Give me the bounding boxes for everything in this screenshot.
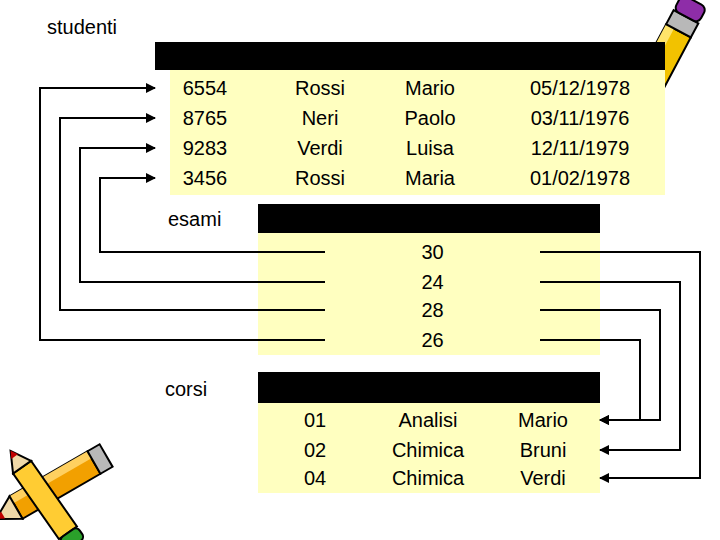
table-box: corsi01AnalisiMario02ChimicaBruni04Chimi… <box>258 372 600 493</box>
table-header-bar <box>258 372 600 403</box>
table-row: 28 <box>325 295 540 325</box>
table-cell: 6554 <box>145 73 265 103</box>
table-cell: 02 <box>255 435 375 465</box>
table-cell: 30 <box>373 237 493 267</box>
table-row: 30 <box>325 237 540 267</box>
table-cell: Verdi <box>483 463 603 493</box>
table-cell: 8765 <box>145 103 265 133</box>
table-row: 01AnalisiMario <box>258 405 600 435</box>
table-cell: Mario <box>483 405 603 435</box>
table-row: 3456RossiMaria01/02/1978 <box>155 163 665 193</box>
table-cell: 24 <box>373 267 493 297</box>
reference-arrow <box>80 148 325 282</box>
reference-arrow <box>540 252 700 478</box>
reference-arrow <box>40 88 325 340</box>
table-name: esami <box>168 207 221 231</box>
table-header-bar <box>258 204 600 233</box>
table-cell: 28 <box>373 295 493 325</box>
table-cell: 9283 <box>145 133 265 163</box>
reference-arrow <box>100 178 325 252</box>
table-box: studenti6554RossiMario05/12/19788765Neri… <box>155 42 665 195</box>
table-row: 9283VerdiLuisa12/11/1979 <box>155 133 665 163</box>
table-cell: Neri <box>260 103 380 133</box>
table-cell: Rossi <box>260 73 380 103</box>
table-name: studenti <box>47 15 117 39</box>
table-box: esami30242826 <box>258 204 600 355</box>
table-cell: 04 <box>255 463 375 493</box>
reference-arrow <box>540 282 680 450</box>
table-row: 8765NeriPaolo03/11/1976 <box>155 103 665 133</box>
pencil-illustration <box>2 445 85 540</box>
reference-arrow <box>540 310 660 420</box>
table-row: 24 <box>325 267 540 297</box>
reference-arrow <box>540 340 640 420</box>
table-cell: Luisa <box>370 133 490 163</box>
table-row: 26 <box>325 325 540 355</box>
table-cell: Rossi <box>260 163 380 193</box>
table-cell: Analisi <box>368 405 488 435</box>
table-row: 6554RossiMario05/12/1978 <box>155 73 665 103</box>
table-cell: 3456 <box>145 163 265 193</box>
table-cell: 03/11/1976 <box>520 103 640 133</box>
table-cell: Maria <box>370 163 490 193</box>
table-cell: 12/11/1979 <box>520 133 640 163</box>
table-cell: Chimica <box>368 435 488 465</box>
table-cell: Verdi <box>260 133 380 163</box>
table-cell: 01 <box>255 405 375 435</box>
table-cell: Bruni <box>483 435 603 465</box>
table-cell: 05/12/1978 <box>520 73 640 103</box>
table-cell: Paolo <box>370 103 490 133</box>
table-cell: 01/02/1978 <box>520 163 640 193</box>
table-cell: Chimica <box>368 463 488 493</box>
table-name: corsi <box>165 377 207 401</box>
reference-arrow <box>60 118 325 310</box>
table-row: 02ChimicaBruni <box>258 435 600 465</box>
table-row: 04ChimicaVerdi <box>258 463 600 493</box>
table-cell: 26 <box>373 325 493 355</box>
table-cell: Mario <box>370 73 490 103</box>
table-header-bar <box>155 42 665 70</box>
